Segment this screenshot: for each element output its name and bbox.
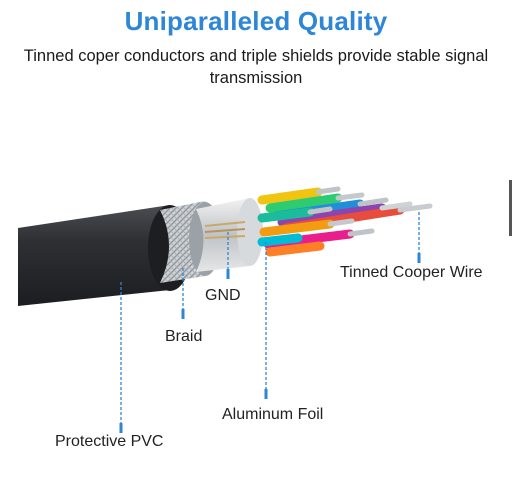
label-gnd: GND bbox=[205, 287, 241, 304]
pointer-markers bbox=[119, 253, 421, 433]
label-protective-pvc: Protective PVC bbox=[55, 433, 164, 450]
page-subtitle: Tinned coper conductors and triple shiel… bbox=[23, 47, 489, 87]
gnd-wires bbox=[204, 221, 246, 239]
label-braid: Braid bbox=[165, 328, 203, 345]
tinned-wire-ends bbox=[307, 186, 433, 237]
label-aluminum-foil: Aluminum Foil bbox=[222, 406, 324, 423]
page-title: Uniparalleled Quality bbox=[124, 6, 388, 36]
label-tinned-copper-wire: Tinned Cooper Wire bbox=[340, 264, 483, 281]
pvc-jacket bbox=[18, 205, 179, 306]
edge-mark bbox=[509, 180, 512, 236]
